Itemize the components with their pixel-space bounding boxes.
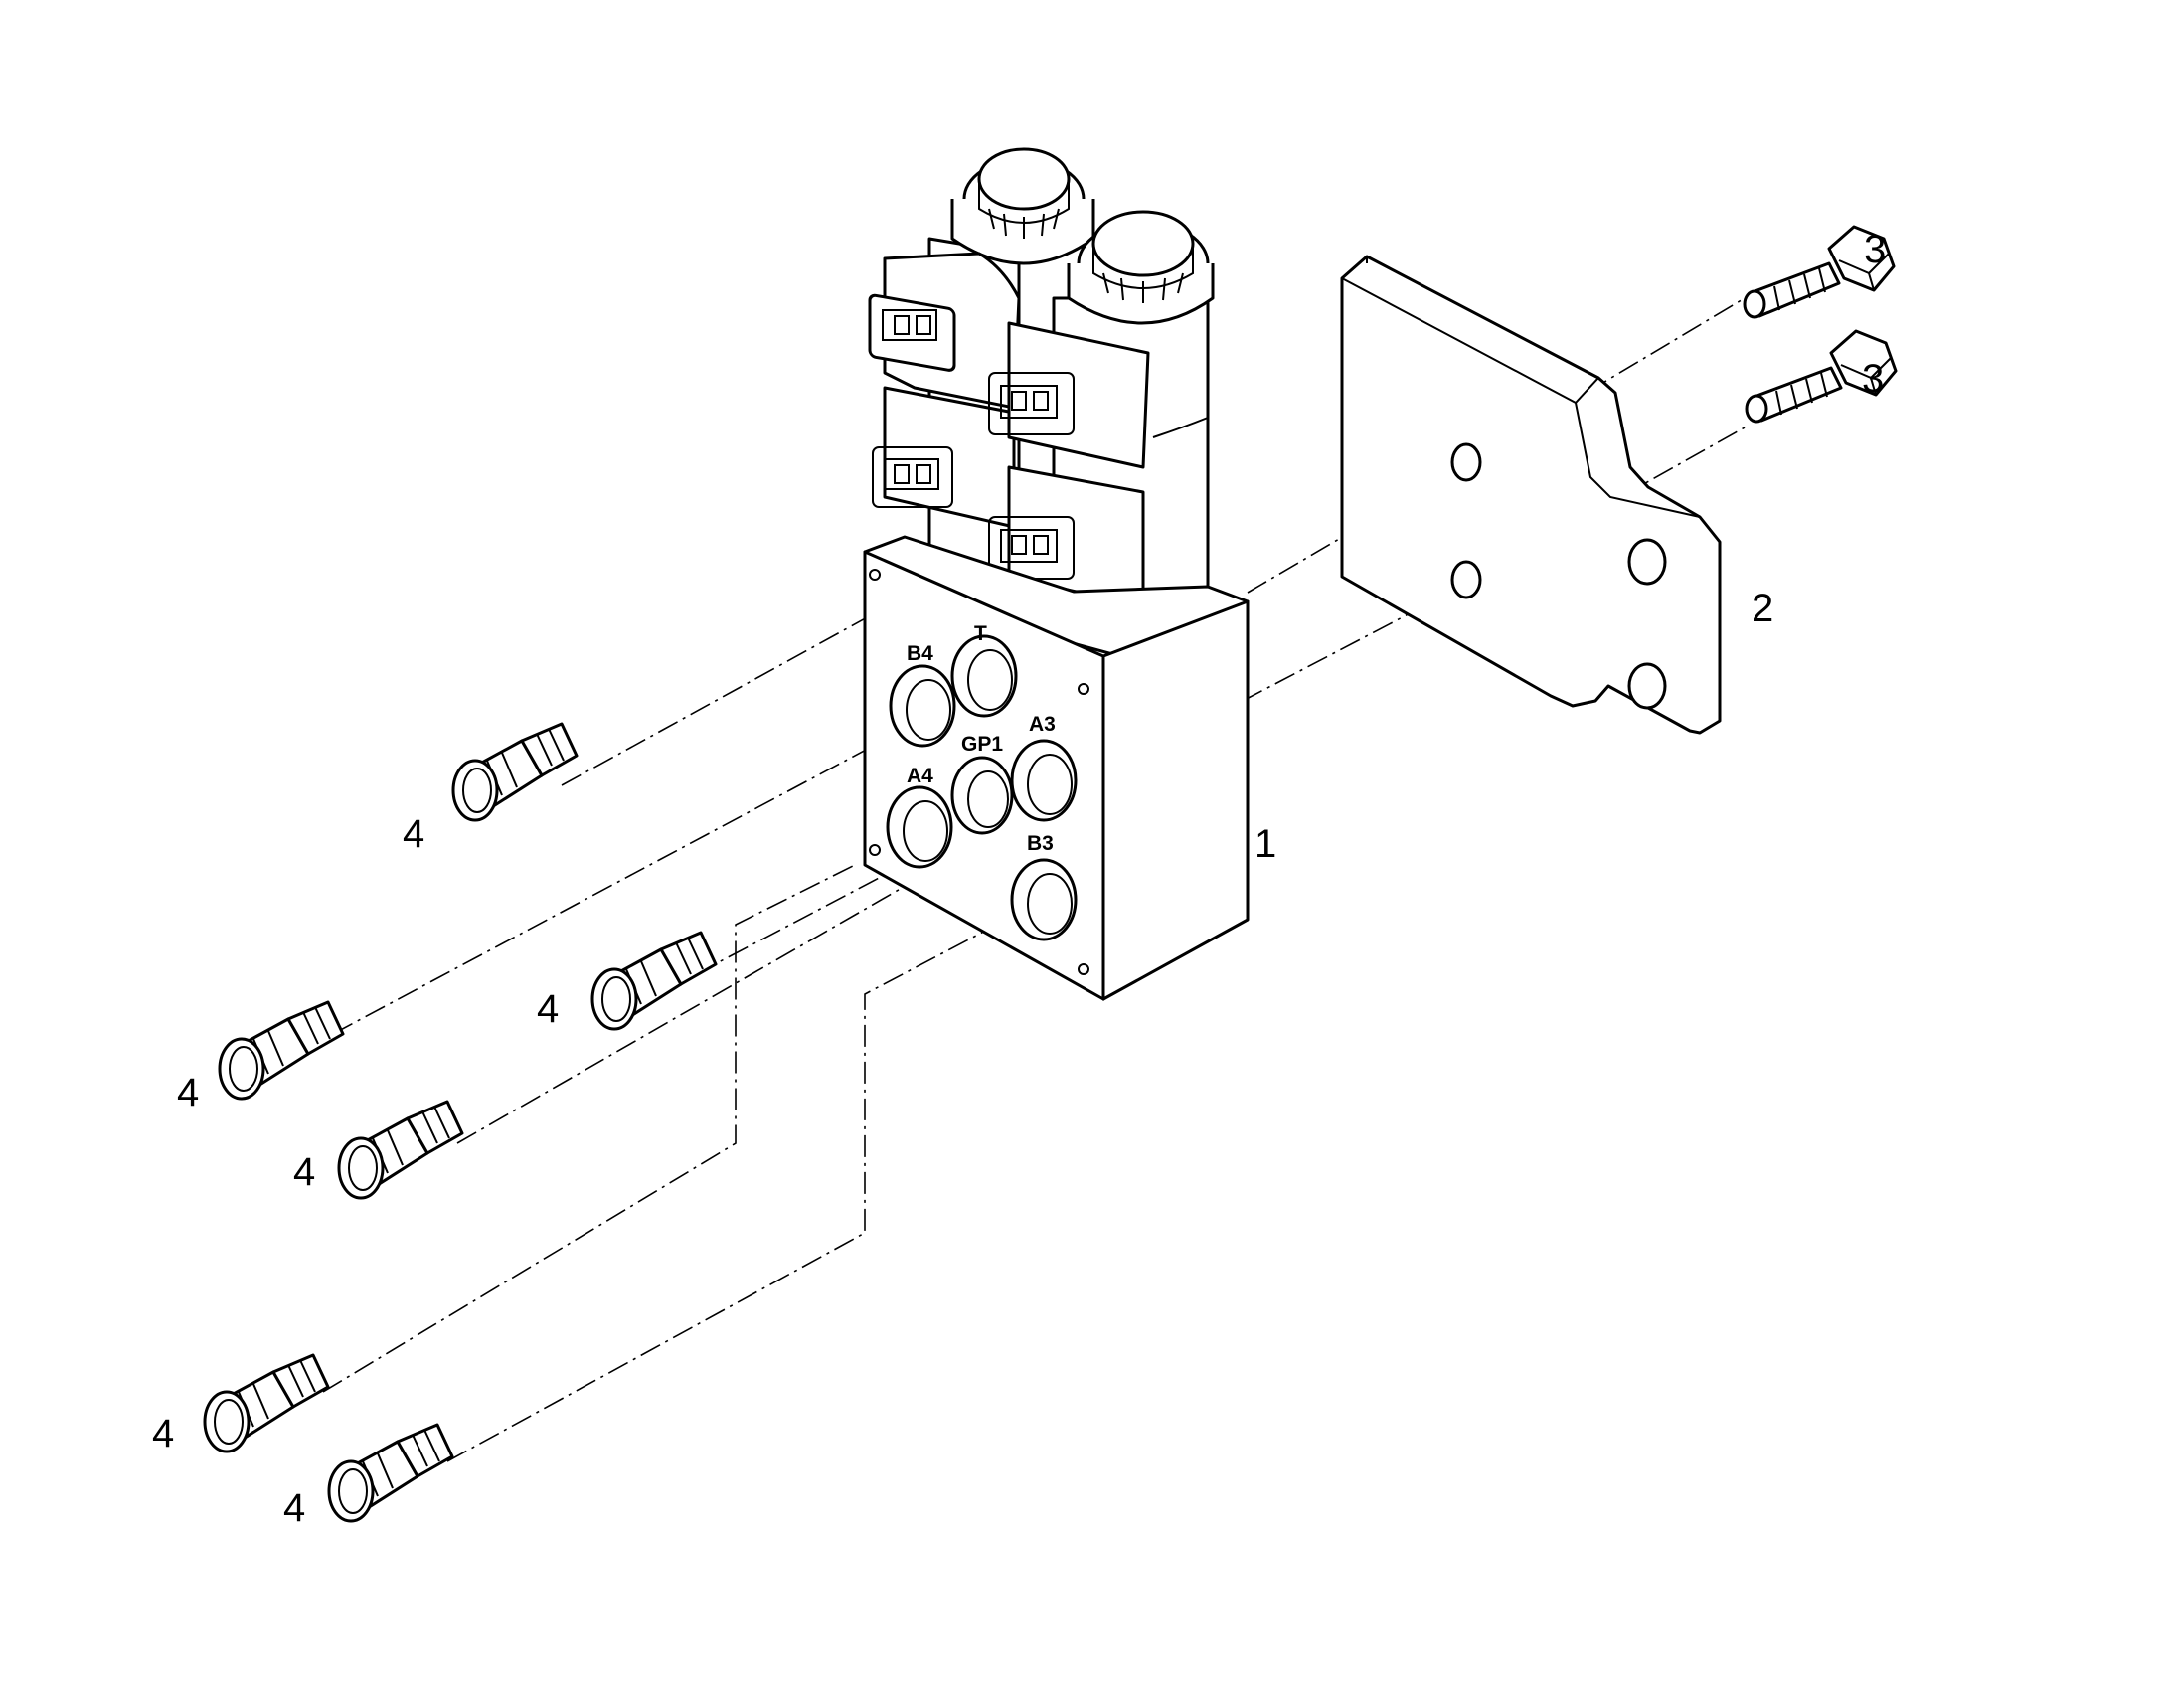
callout-plate: 2 [1752, 587, 1773, 630]
screw-upper [1743, 225, 1896, 319]
port-label-b3: B3 [1027, 832, 1054, 855]
fitting-3 [590, 931, 718, 1031]
connector-upper-left [868, 252, 1021, 410]
leader-lines [322, 297, 1746, 1462]
fitting-4 [337, 1100, 464, 1200]
port-label-gp1: GP1 [961, 733, 1003, 756]
connector-lower-left [872, 386, 1016, 529]
callout-screw-upper: 3 [1864, 228, 1886, 271]
port-a3-hole [1010, 739, 1078, 822]
mounting-plate [1340, 255, 1722, 735]
port-gp1-hole [950, 756, 1014, 835]
connector-upper-right [988, 321, 1150, 469]
plate-hole-right-lower [1627, 662, 1667, 710]
port-label-a4: A4 [907, 765, 933, 787]
port-b4-hole [889, 664, 956, 748]
callout-fitting-6: 4 [283, 1486, 305, 1530]
callout-screw-lower: 3 [1862, 357, 1884, 401]
callout-fitting-3: 4 [537, 987, 559, 1031]
callout-fitting-1: 4 [403, 812, 424, 856]
screw-lower [1745, 329, 1898, 424]
port-t-hole [950, 634, 1018, 718]
fitting-5 [203, 1353, 330, 1453]
port-label-t: T [974, 622, 987, 645]
plate-hole-upper [1450, 442, 1482, 482]
port-a4-hole [886, 785, 953, 869]
callout-fitting-4: 4 [293, 1150, 315, 1194]
callout-fitting-5: 4 [152, 1412, 174, 1455]
valve-block [863, 535, 1250, 1001]
fitting-6 [327, 1423, 454, 1523]
plate-hole-lower [1450, 560, 1482, 599]
plate-hole-right-upper [1627, 538, 1667, 586]
port-b3-hole [1010, 858, 1078, 941]
port-label-a3: A3 [1029, 713, 1056, 736]
fitting-1 [451, 722, 579, 822]
callout-valve-block: 1 [1254, 822, 1276, 866]
port-label-b4: B4 [907, 642, 933, 665]
fitting-2 [218, 1000, 345, 1101]
callout-fitting-2: 4 [177, 1071, 199, 1114]
